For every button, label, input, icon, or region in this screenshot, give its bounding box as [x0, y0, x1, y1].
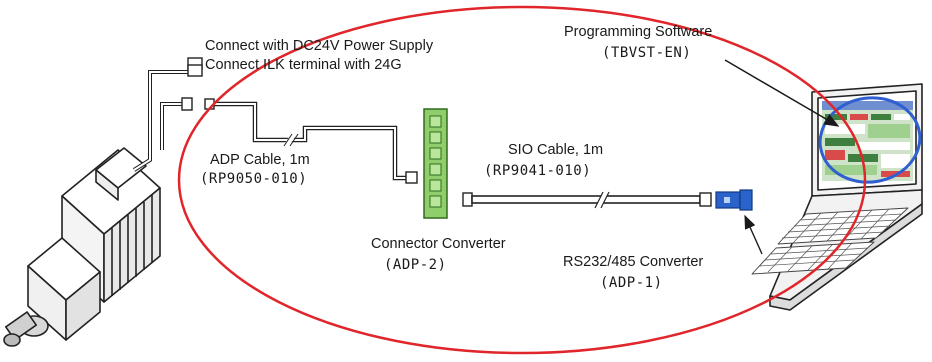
programming-software-code: (TBVST-EN) — [602, 45, 692, 61]
power-supply-label: Connect with DC24V Power Supply — [205, 38, 434, 54]
sio-cable — [462, 190, 712, 210]
connector-converter-code: (ADP-2) — [384, 257, 447, 273]
adp-cable-label: ADP Cable, 1m — [210, 152, 310, 168]
adp-cable — [214, 101, 408, 181]
laptop-icon — [751, 83, 923, 311]
screen-highlight — [818, 96, 922, 184]
motor-cables — [132, 70, 188, 172]
sio-cable-code: (RP9041-010) — [484, 163, 592, 179]
rs-converter-label: RS232/485 Converter — [563, 254, 704, 270]
connector-converter-label: Connector Converter — [371, 236, 506, 252]
sio-cable-label: SIO Cable, 1m — [508, 142, 604, 158]
ilk-terminal-label: Connect ILK terminal with 24G — [205, 57, 402, 73]
usb-converter-icon — [715, 189, 753, 211]
rs-converter-code: (ADP-1) — [600, 275, 663, 291]
adp-cable-code: (RP9050-010) — [200, 171, 308, 187]
connector-board-icon — [423, 108, 448, 219]
programming-software-label: Programming Software — [564, 24, 713, 40]
servo-motor-icon — [3, 147, 161, 347]
connection-highlight-ellipse — [177, 5, 867, 355]
